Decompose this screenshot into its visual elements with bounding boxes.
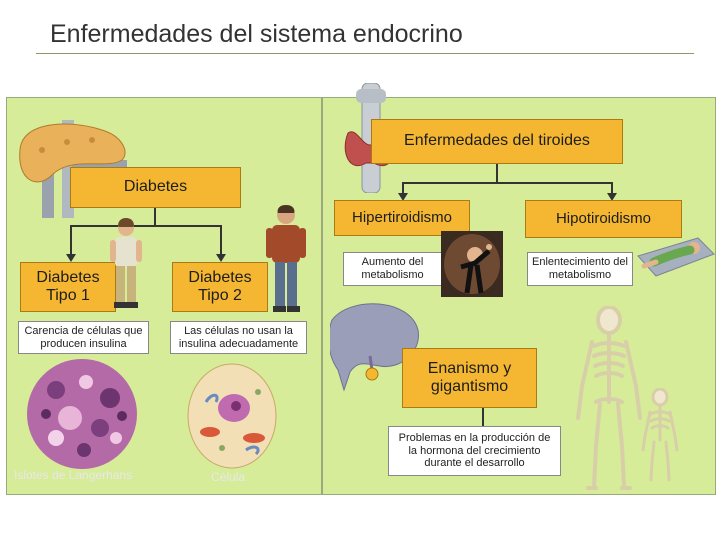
connector xyxy=(402,182,404,194)
connector xyxy=(611,182,613,194)
energetic-person-image xyxy=(441,231,503,297)
page-title: Enfermedades del sistema endocrino xyxy=(50,20,463,48)
cell-image xyxy=(187,363,277,469)
tall-skeleton-icon xyxy=(576,306,642,490)
hyperthyroidism-description: Aumento del metabolismo xyxy=(343,252,442,286)
arrow-down-icon xyxy=(216,254,226,262)
brain-pituitary-icon xyxy=(330,303,419,392)
connector xyxy=(154,208,156,226)
hypothyroidism-description: Enlentecimiento del metabolismo xyxy=(527,252,633,286)
pancreas-icon xyxy=(19,120,127,218)
boy-figure-icon xyxy=(110,218,142,308)
connector xyxy=(402,182,613,184)
hyperthyroidism-box: Hipertiroidismo xyxy=(334,200,470,236)
cell-caption: Célula xyxy=(211,470,246,484)
man-figure-icon xyxy=(266,205,306,312)
short-skeleton-icon xyxy=(641,388,679,482)
sleeping-person-image xyxy=(637,237,715,277)
diabetes-type2-description: Las células no usan la insulina adecuada… xyxy=(170,321,307,354)
connector xyxy=(70,225,72,255)
connector xyxy=(482,408,484,426)
connector xyxy=(496,164,498,184)
connector xyxy=(220,225,222,255)
arrow-down-icon xyxy=(398,193,408,201)
islets-micrograph-image xyxy=(27,359,137,469)
growth-disorders-description: Problemas en la producción de la hormona… xyxy=(388,426,561,476)
title-divider xyxy=(36,53,694,54)
diabetes-type1-description: Carencia de células que producen insulin… xyxy=(18,321,149,354)
diabetes-box: Diabetes xyxy=(70,167,241,208)
diabetes-type1-box: Diabetes Tipo 1 xyxy=(20,262,116,312)
thyroid-box: Enfermedades del tiroides xyxy=(371,119,623,164)
hypothyroidism-box: Hipotiroidismo xyxy=(525,200,682,238)
growth-disorders-box: Enanismo y gigantismo xyxy=(402,348,537,408)
arrow-down-icon xyxy=(66,254,76,262)
connector xyxy=(70,225,222,227)
islets-caption: Islotes de Langerhans xyxy=(14,468,133,482)
diabetes-type2-box: Diabetes Tipo 2 xyxy=(172,262,268,312)
arrow-down-icon xyxy=(607,193,617,201)
